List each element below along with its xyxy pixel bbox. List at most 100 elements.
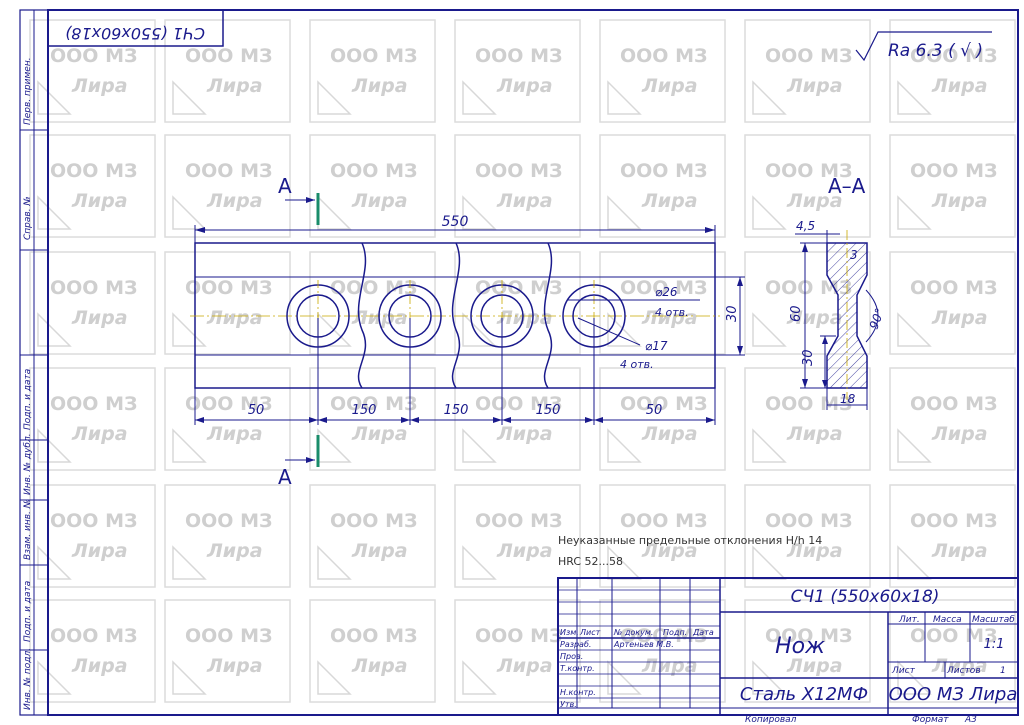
svg-text:Лира: Лира xyxy=(351,655,408,677)
watermark-tile: ООО МЗ Лира xyxy=(599,134,726,238)
svg-text:Лист: Лист xyxy=(579,628,601,637)
svg-text:ООО МЗ: ООО МЗ xyxy=(50,277,137,299)
watermark-tile: ООО МЗ Лира xyxy=(454,484,581,588)
svg-text:ООО МЗ: ООО МЗ xyxy=(50,625,137,647)
watermark-tile: ООО МЗ Лира xyxy=(454,19,581,123)
svg-text:Подп. и дата: Подп. и дата xyxy=(23,581,33,642)
svg-text:Лира: Лира xyxy=(786,190,843,212)
hole-inner-dia: ⌀17 xyxy=(645,339,668,353)
svg-text:ООО МЗ: ООО МЗ xyxy=(620,45,707,67)
svg-text:Формат: Формат xyxy=(912,715,949,725)
svg-text:ООО МЗ: ООО МЗ xyxy=(50,160,137,182)
dim-height: 30 xyxy=(725,305,740,322)
outer-frame xyxy=(19,9,1019,716)
svg-text:Утв.: Утв. xyxy=(560,700,577,709)
watermark-tile: ООО МЗ Лира xyxy=(29,484,156,588)
svg-text:ООО МЗ: ООО МЗ xyxy=(330,45,417,67)
dim-seg-mid2: 150 xyxy=(444,403,469,418)
svg-text:ООО МЗ: ООО МЗ xyxy=(620,160,707,182)
svg-text:Лира: Лира xyxy=(206,190,263,212)
svg-text:Лира: Лира xyxy=(786,540,843,562)
svg-text:Лира: Лира xyxy=(931,540,988,562)
watermark-tile: ООО МЗ Лира xyxy=(29,251,156,355)
svg-text:ООО МЗ: ООО МЗ xyxy=(330,625,417,647)
svg-text:60: 60 xyxy=(789,305,804,322)
svg-text:Изм.: Изм. xyxy=(560,628,579,637)
title-company: ООО МЗ Лира xyxy=(889,684,1018,705)
dim-seg-mid1: 150 xyxy=(352,403,377,418)
svg-text:Лира: Лира xyxy=(641,307,698,329)
section-mark-top: А xyxy=(278,174,292,198)
svg-text:ООО МЗ: ООО МЗ xyxy=(765,625,852,647)
svg-text:ООО МЗ: ООО МЗ xyxy=(475,625,562,647)
section-view: А–А 60 30 4,5 3 90° 18 xyxy=(789,174,887,410)
svg-text:Перв. примен.: Перв. примен. xyxy=(23,57,33,125)
svg-text:ООО МЗ: ООО МЗ xyxy=(475,510,562,532)
hole-outer-dia: ⌀26 xyxy=(655,285,678,299)
svg-text:Копировал: Копировал xyxy=(745,715,797,725)
svg-text:ООО МЗ: ООО МЗ xyxy=(50,393,137,415)
title-block: Изм. Лист № докум. Подп. Дата Разраб. Ар… xyxy=(557,577,1019,725)
svg-text:ООО МЗ: ООО МЗ xyxy=(185,393,272,415)
title-scale: 1:1 xyxy=(984,637,1005,652)
svg-text:Листов: Листов xyxy=(946,666,981,676)
title-name: Нож xyxy=(775,634,825,659)
svg-text:ООО МЗ: ООО МЗ xyxy=(330,393,417,415)
svg-text:1: 1 xyxy=(1000,666,1006,676)
main-view: 550 50 150 150 150 50 30 ⌀26 4 отв. ⌀17 … xyxy=(190,174,745,489)
title-designation: СЧ1 (550х60х18) xyxy=(791,587,940,607)
svg-text:Лира: Лира xyxy=(496,423,553,445)
dim-seg-last: 50 xyxy=(646,403,663,418)
svg-text:Лира: Лира xyxy=(786,75,843,97)
svg-text:Лира: Лира xyxy=(931,307,988,329)
svg-text:ООО МЗ: ООО МЗ xyxy=(475,393,562,415)
svg-text:Лира: Лира xyxy=(71,540,128,562)
svg-text:Лира: Лира xyxy=(496,540,553,562)
svg-text:ООО МЗ: ООО МЗ xyxy=(50,45,137,67)
svg-text:Лира: Лира xyxy=(931,423,988,445)
svg-text:ООО МЗ: ООО МЗ xyxy=(910,625,997,647)
svg-text:ООО МЗ: ООО МЗ xyxy=(620,510,707,532)
svg-text:ООО МЗ: ООО МЗ xyxy=(475,277,562,299)
svg-text:Лира: Лира xyxy=(71,423,128,445)
note-tolerance: Неуказанные предельные отклонения H/h 14 xyxy=(558,534,822,547)
svg-text:Взам. инв. №: Взам. инв. № xyxy=(23,499,33,560)
watermark-tile: ООО МЗ Лира xyxy=(164,367,291,471)
svg-text:Лира: Лира xyxy=(641,190,698,212)
svg-text:Лира: Лира xyxy=(641,423,698,445)
svg-text:Лира: Лира xyxy=(786,307,843,329)
svg-text:Лира: Лира xyxy=(641,75,698,97)
section-title: А–А xyxy=(828,174,866,198)
svg-text:Лира: Лира xyxy=(71,190,128,212)
svg-text:Лит.: Лит. xyxy=(898,615,920,625)
svg-text:№ докум.: № докум. xyxy=(613,628,653,637)
svg-text:Лира: Лира xyxy=(496,75,553,97)
svg-text:ООО МЗ: ООО МЗ xyxy=(475,45,562,67)
svg-text:Масштаб: Масштаб xyxy=(972,615,1015,625)
note-hardness: HRC 52...58 xyxy=(558,555,623,568)
watermark-tile: ООО МЗ Лира xyxy=(309,599,436,703)
svg-text:Подп.: Подп. xyxy=(663,628,687,637)
svg-text:Ra 6.3 ( √ ): Ra 6.3 ( √ ) xyxy=(888,41,983,61)
svg-text:Лира: Лира xyxy=(206,423,263,445)
svg-text:Лира: Лира xyxy=(496,190,553,212)
svg-text:90°: 90° xyxy=(867,306,887,331)
watermark-tile: ООО МЗ Лира xyxy=(454,367,581,471)
svg-text:ООО МЗ: ООО МЗ xyxy=(50,510,137,532)
dim-total: 550 xyxy=(442,214,469,230)
svg-text:Лира: Лира xyxy=(71,307,128,329)
